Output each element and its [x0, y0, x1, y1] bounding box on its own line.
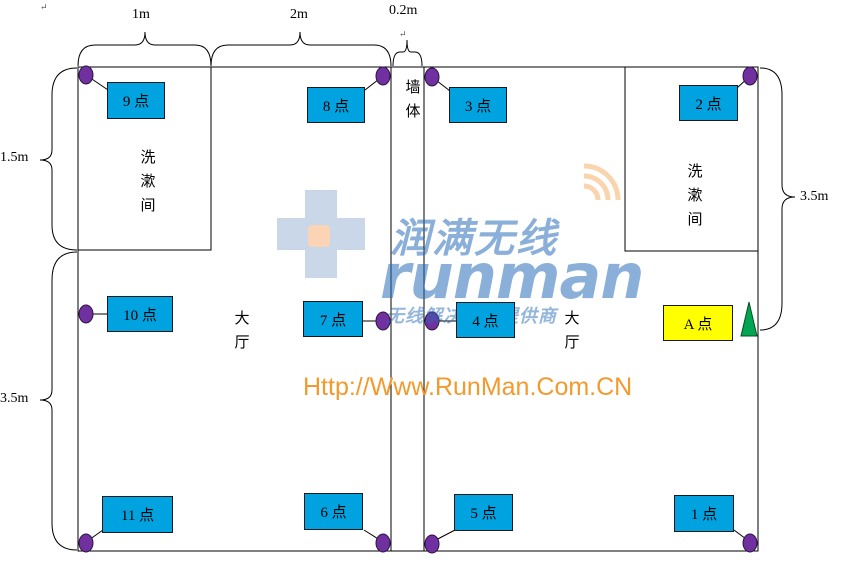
dim-label-0-2m: 0.2m: [389, 3, 418, 18]
watermark-url: Http://Www.RunMan.Com.CN: [303, 373, 633, 401]
brace-1-5m: [39, 67, 78, 251]
washroom-right-outline: [624, 66, 759, 252]
point-5-box: 5 点: [454, 494, 513, 531]
brace-3-5m-left: [39, 251, 78, 551]
dim-label-3-5m-right: 3.5m: [800, 189, 829, 204]
marker-7: [375, 311, 391, 331]
dim-label-3-5m-left: 3.5m: [0, 391, 29, 406]
marker-10: [78, 304, 94, 324]
watermark-brand-cn: 润满无线: [390, 216, 558, 262]
brace-2m: [210, 31, 392, 67]
point-8-box: 8 点: [307, 87, 365, 123]
marker-3: [424, 67, 440, 87]
marker-8: [375, 66, 391, 86]
dim-label-1m: 1m: [132, 7, 150, 22]
point-11-box: 11 点: [102, 496, 173, 533]
marker-4: [424, 311, 440, 331]
dim-label-2m: 2m: [290, 7, 308, 22]
marker-1: [742, 533, 758, 553]
washroom-left-outline: [77, 66, 212, 251]
hall-right-label: 大厅: [564, 311, 580, 351]
marker-5: [424, 534, 440, 554]
watermark-brand-en: runman: [380, 240, 644, 313]
wall-label: 墙体: [405, 80, 421, 120]
brace-0-2m: [392, 39, 423, 67]
ap-point-box: A 点: [663, 305, 733, 341]
ap-triangle-icon: [740, 301, 758, 337]
runman-logo-icon: [277, 163, 621, 278]
marker-2: [742, 66, 758, 86]
wall-partition: [390, 66, 425, 552]
point-10-box: 10 点: [107, 296, 173, 332]
point-6-box: 6 点: [304, 493, 363, 530]
marker-6: [375, 533, 391, 553]
marker-9: [78, 65, 94, 85]
hall-left-label: 大厅: [234, 311, 250, 351]
brace-3-5m-right: [759, 67, 796, 331]
point-7-box: 7 点: [303, 301, 363, 337]
point-3-box: 3 点: [449, 87, 507, 123]
marker-11: [78, 533, 94, 553]
point-4-box: 4 点: [456, 302, 515, 338]
point-1-box: 1 点: [674, 495, 734, 532]
washroom-left-label: 洗漱间: [140, 150, 156, 214]
dim-label-1-5m: 1.5m: [0, 150, 29, 165]
paragraph-mark: ↵: [399, 29, 407, 39]
brace-1m: [77, 31, 212, 67]
point-9-box: 9 点: [107, 82, 165, 119]
washroom-right-label: 洗漱间: [687, 164, 703, 228]
paragraph-mark: ↵: [40, 2, 48, 12]
point-2-box: 2 点: [679, 85, 738, 121]
